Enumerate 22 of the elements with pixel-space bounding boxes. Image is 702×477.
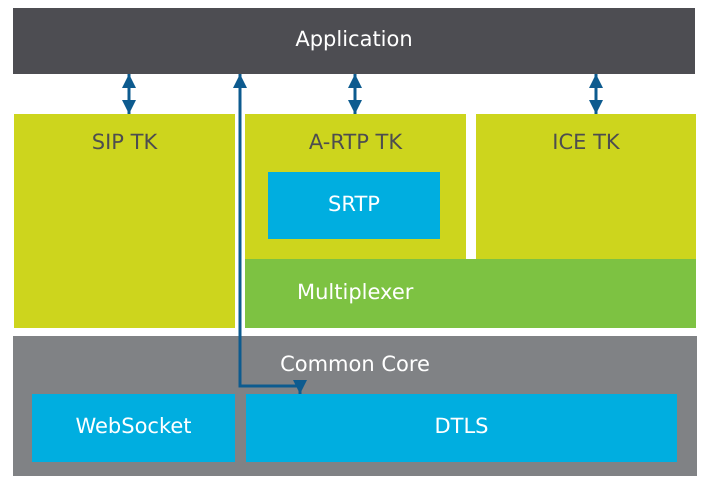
toolkit-panel — [14, 114, 235, 328]
layer-bar — [245, 259, 696, 328]
layer-label: Application — [294, 27, 414, 51]
layer-label: SIP TK — [90, 130, 158, 154]
layer-label: ICE TK — [551, 130, 621, 154]
double-arrow — [122, 74, 136, 114]
layer-panel — [13, 336, 697, 476]
layer-label: WebSocket — [74, 414, 193, 438]
double-arrow — [589, 74, 603, 114]
layer-label: A-RTP TK — [308, 130, 404, 154]
module-box — [32, 394, 235, 462]
toolkit-panel — [476, 114, 696, 259]
module-box — [246, 394, 677, 462]
layer-bar — [13, 8, 695, 74]
toolkit-panel — [245, 114, 466, 259]
layer-label: SRTP — [327, 192, 381, 216]
layer-label: DTLS — [433, 414, 490, 438]
module-box — [268, 172, 440, 239]
layer-label: Common Core — [279, 352, 431, 376]
double-arrow — [348, 74, 362, 114]
double-arrow — [233, 74, 307, 394]
layer-label: Multiplexer — [297, 280, 414, 304]
